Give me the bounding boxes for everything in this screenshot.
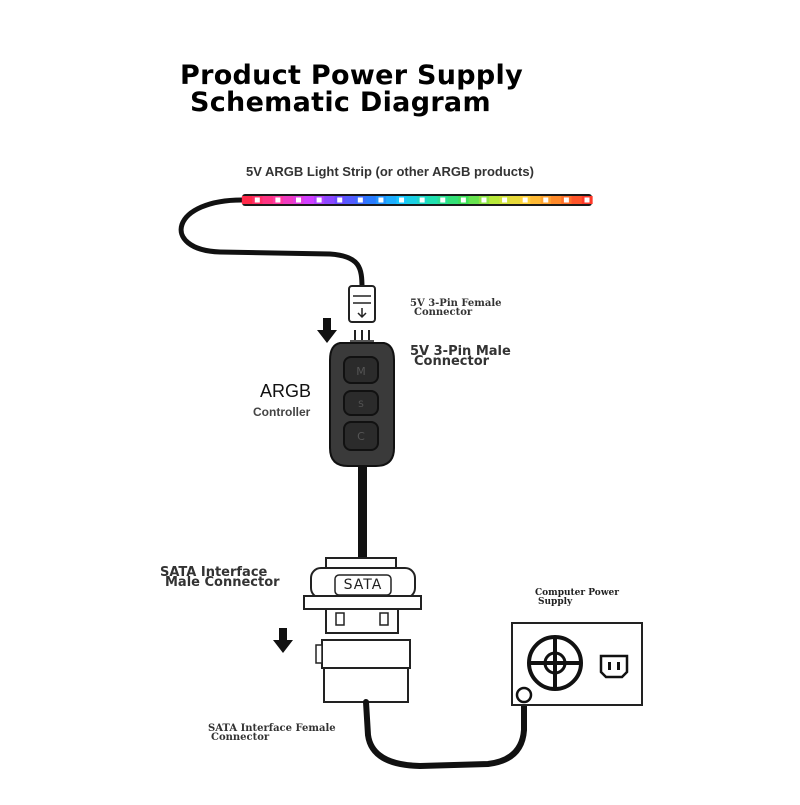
power-supply-label-2: Supply bbox=[538, 597, 573, 607]
down-arrow-icon bbox=[273, 628, 293, 653]
controller-cable bbox=[358, 466, 367, 558]
sata-connector-text: SATA bbox=[343, 577, 383, 593]
led-chip bbox=[337, 197, 343, 203]
led-segment bbox=[262, 196, 274, 204]
title-line-1: Product Power Supply bbox=[180, 60, 523, 91]
argb-label: ARGB bbox=[260, 381, 312, 401]
down-arrow-icon bbox=[317, 318, 337, 343]
iec-power-socket-icon bbox=[599, 654, 629, 679]
led-segment bbox=[550, 196, 562, 204]
computer-power-supply bbox=[511, 622, 643, 706]
led-chip bbox=[584, 197, 590, 203]
led-chip bbox=[502, 197, 508, 203]
led-segment bbox=[447, 196, 459, 204]
sata-female-label-1: SATA Interface Female bbox=[208, 723, 336, 734]
led-segment bbox=[530, 196, 542, 204]
female-3pin-connector bbox=[348, 285, 376, 323]
light-strip-label: 5V ARGB Light Strip (or other ARGB produ… bbox=[246, 164, 534, 179]
led-chip bbox=[357, 197, 363, 203]
argb-controller: M S C bbox=[329, 342, 395, 467]
controller-label: Controller bbox=[253, 405, 311, 419]
led-chip bbox=[378, 197, 384, 203]
led-chip bbox=[481, 197, 487, 203]
svg-text:S: S bbox=[358, 400, 364, 410]
led-chip bbox=[563, 197, 569, 203]
led-chip bbox=[254, 197, 260, 203]
led-segment bbox=[509, 196, 521, 204]
led-segment bbox=[283, 196, 294, 204]
led-segment bbox=[406, 196, 418, 204]
male-connector-label-1: 5V 3-Pin Male bbox=[410, 344, 511, 359]
sata-male-label-1: SATA Interface bbox=[160, 565, 268, 580]
controller-button-mode bbox=[343, 356, 379, 384]
led-chip bbox=[399, 197, 405, 203]
led-segment bbox=[427, 196, 439, 204]
female-connector-label-1: 5V 3-Pin Female bbox=[410, 298, 502, 309]
controller-button-speed bbox=[343, 390, 379, 416]
power-cable bbox=[363, 695, 527, 770]
led-segment bbox=[324, 196, 336, 204]
sata-male-label-2: Male Connector bbox=[165, 575, 280, 590]
led-segment bbox=[365, 196, 377, 204]
title-line-2: Schematic Diagram bbox=[190, 87, 491, 118]
led-segment bbox=[241, 196, 253, 204]
argb-light-strip bbox=[241, 194, 593, 206]
led-segment bbox=[571, 196, 583, 204]
sata-female-connector bbox=[315, 639, 411, 703]
svg-text:M: M bbox=[356, 365, 366, 378]
power-socket-dial-icon bbox=[527, 635, 583, 691]
led-chip bbox=[275, 197, 281, 203]
led-chip bbox=[522, 197, 528, 203]
led-chip bbox=[316, 197, 322, 203]
led-segment bbox=[386, 196, 397, 204]
led-segment bbox=[489, 196, 500, 204]
led-chip bbox=[543, 197, 549, 203]
sata-female-label-2: Connector bbox=[211, 732, 270, 743]
led-chip bbox=[296, 197, 302, 203]
male-connector-label-2: Connector bbox=[414, 354, 490, 369]
led-segment bbox=[303, 196, 315, 204]
strip-cable bbox=[178, 197, 365, 291]
led-chip bbox=[419, 197, 425, 203]
sata-male-connector bbox=[303, 557, 422, 634]
controller-button-color bbox=[343, 421, 379, 451]
led-chip bbox=[440, 197, 446, 203]
power-supply-label-1: Computer Power bbox=[535, 588, 620, 598]
cable-grommet bbox=[515, 686, 533, 704]
led-chip bbox=[460, 197, 466, 203]
female-connector-label-2: Connector bbox=[414, 307, 473, 318]
svg-text:C: C bbox=[357, 430, 365, 443]
led-segment bbox=[468, 196, 480, 204]
led-segment bbox=[344, 196, 356, 204]
